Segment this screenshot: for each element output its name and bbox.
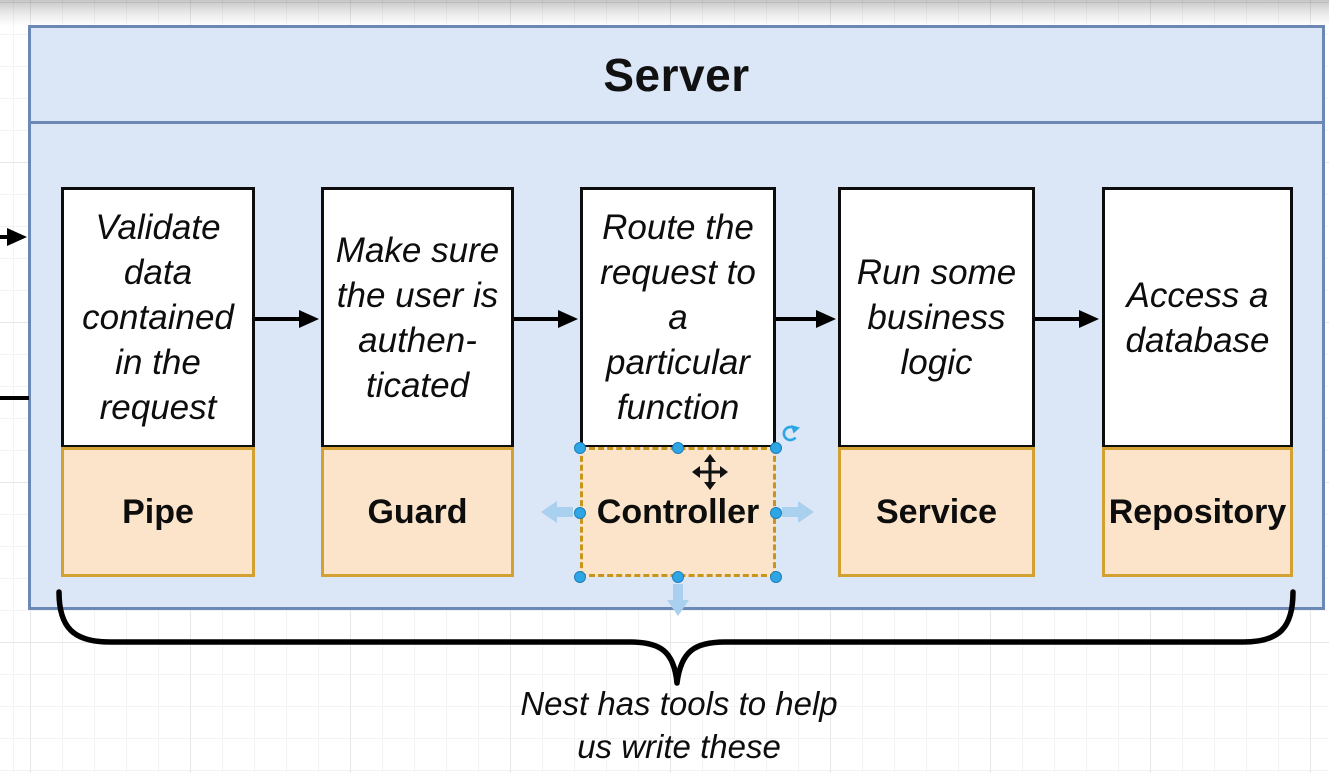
pipe-label: Pipe <box>122 492 194 531</box>
pipe-description-box[interactable]: Validate data contained in the request <box>61 187 255 448</box>
stage-guard[interactable]: Make sure the user is authen- ticated Gu… <box>321 187 514 577</box>
guard-description-box[interactable]: Make sure the user is authen- ticated <box>321 187 514 448</box>
stage-controller[interactable]: Route the request to a particular functi… <box>580 187 776 577</box>
controller-description-box[interactable]: Route the request to a particular functi… <box>580 187 776 448</box>
controller-description: Route the request to a particular functi… <box>600 208 756 427</box>
service-label-box[interactable]: Service <box>838 447 1035 577</box>
server-title: Server <box>603 48 750 101</box>
controller-label: Controller <box>596 492 760 531</box>
repository-description: Access a database <box>1125 275 1270 360</box>
guard-label: Guard <box>367 492 468 531</box>
top-shade-overlay <box>0 0 1329 26</box>
stage-pipe[interactable]: Validate data contained in the request P… <box>61 187 255 577</box>
incoming-request-arrow[interactable] <box>0 228 27 246</box>
stage-service[interactable]: Run some business logic Service <box>838 187 1035 577</box>
service-description: Run some business logic <box>856 253 1017 382</box>
stage-repository[interactable]: Access a database Repository <box>1102 187 1293 577</box>
controller-label-box[interactable]: Controller <box>580 447 776 577</box>
repository-label: Repository <box>1108 492 1287 531</box>
guard-label-box[interactable]: Guard <box>321 447 514 577</box>
service-description-box[interactable]: Run some business logic <box>838 187 1035 448</box>
service-label: Service <box>876 492 997 531</box>
repository-description-box[interactable]: Access a database <box>1102 187 1293 448</box>
guard-description: Make sure the user is authen- ticated <box>335 230 500 405</box>
repository-label-box[interactable]: Repository <box>1102 447 1293 577</box>
server-titlebar: Server <box>31 28 1322 124</box>
brace-caption[interactable]: Nest has tools to help us write these <box>520 685 838 765</box>
pipe-description: Validate data contained in the request <box>82 208 234 427</box>
pipe-label-box[interactable]: Pipe <box>61 447 255 577</box>
